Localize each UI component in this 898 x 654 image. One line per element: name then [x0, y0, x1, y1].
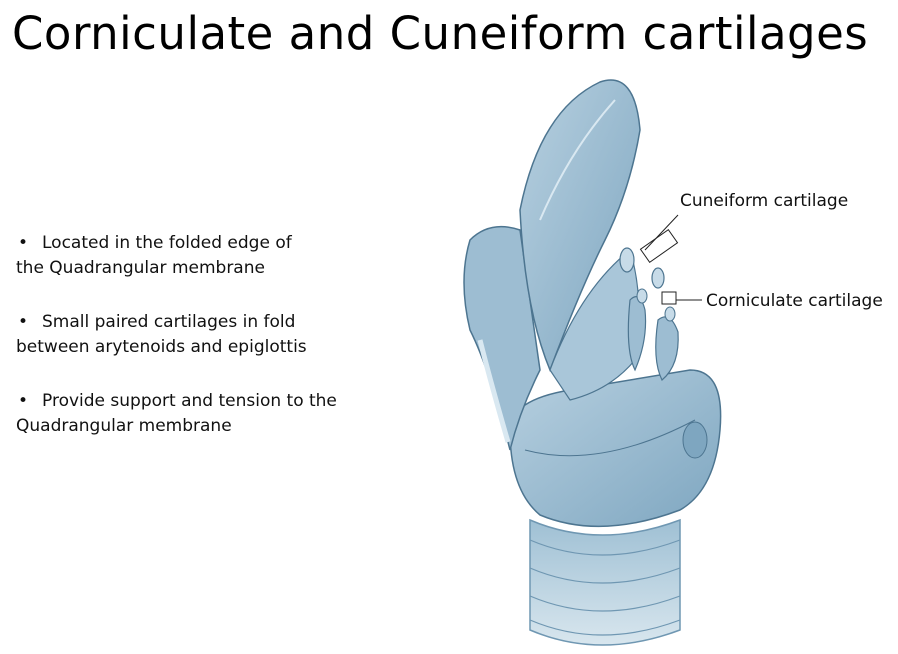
- bullet-text-line1: Located in the folded edge of: [42, 233, 292, 253]
- callout-cuneiform-label: Cuneiform cartilage: [680, 191, 849, 211]
- cuneiform-cartilage-shape: [651, 267, 665, 289]
- callout-leaders: [639, 214, 702, 305]
- larynx-illustration: [463, 79, 722, 646]
- bullet-text-line1: Provide support and tension to the: [42, 391, 337, 411]
- bullet-text-line2: the Quadrangular membrane: [16, 258, 265, 278]
- cricoid-facet: [682, 421, 708, 459]
- bullet-marker: •: [18, 391, 29, 411]
- bullet-item: • Located in the folded edge of the Quadr…: [16, 231, 396, 281]
- corniculate-cartilage-shape: [636, 288, 648, 304]
- arytenoid-cartilage: [627, 296, 647, 372]
- cuneiform-cartilage-shape: [619, 247, 635, 273]
- trachea-rings: [529, 518, 681, 646]
- bullet-text-line2: between arytenoids and epiglottis: [16, 337, 307, 357]
- corniculate-cartilage-shape: [664, 306, 676, 322]
- bullet-marker: •: [18, 233, 29, 253]
- epiglottis: [519, 79, 641, 373]
- callout-corniculate-label: Corniculate cartilage: [706, 291, 883, 311]
- bullet-marker: •: [18, 312, 29, 332]
- slide-title: Corniculate and Cuneiform cartilages: [12, 7, 869, 60]
- bullet-item: • Provide support and tension to the Quad…: [16, 389, 396, 439]
- bullet-list: • Located in the folded edge of the Quadr…: [16, 231, 396, 468]
- thyroid-lamina: [463, 225, 541, 451]
- arytenoid-cartilage: [655, 316, 679, 381]
- bullet-item: • Small paired cartilages in fold between…: [16, 310, 396, 360]
- quadrangular-membrane: [549, 248, 640, 401]
- bullet-text-line2: Quadrangular membrane: [16, 416, 232, 436]
- bullet-text-line1: Small paired cartilages in fold: [42, 312, 296, 332]
